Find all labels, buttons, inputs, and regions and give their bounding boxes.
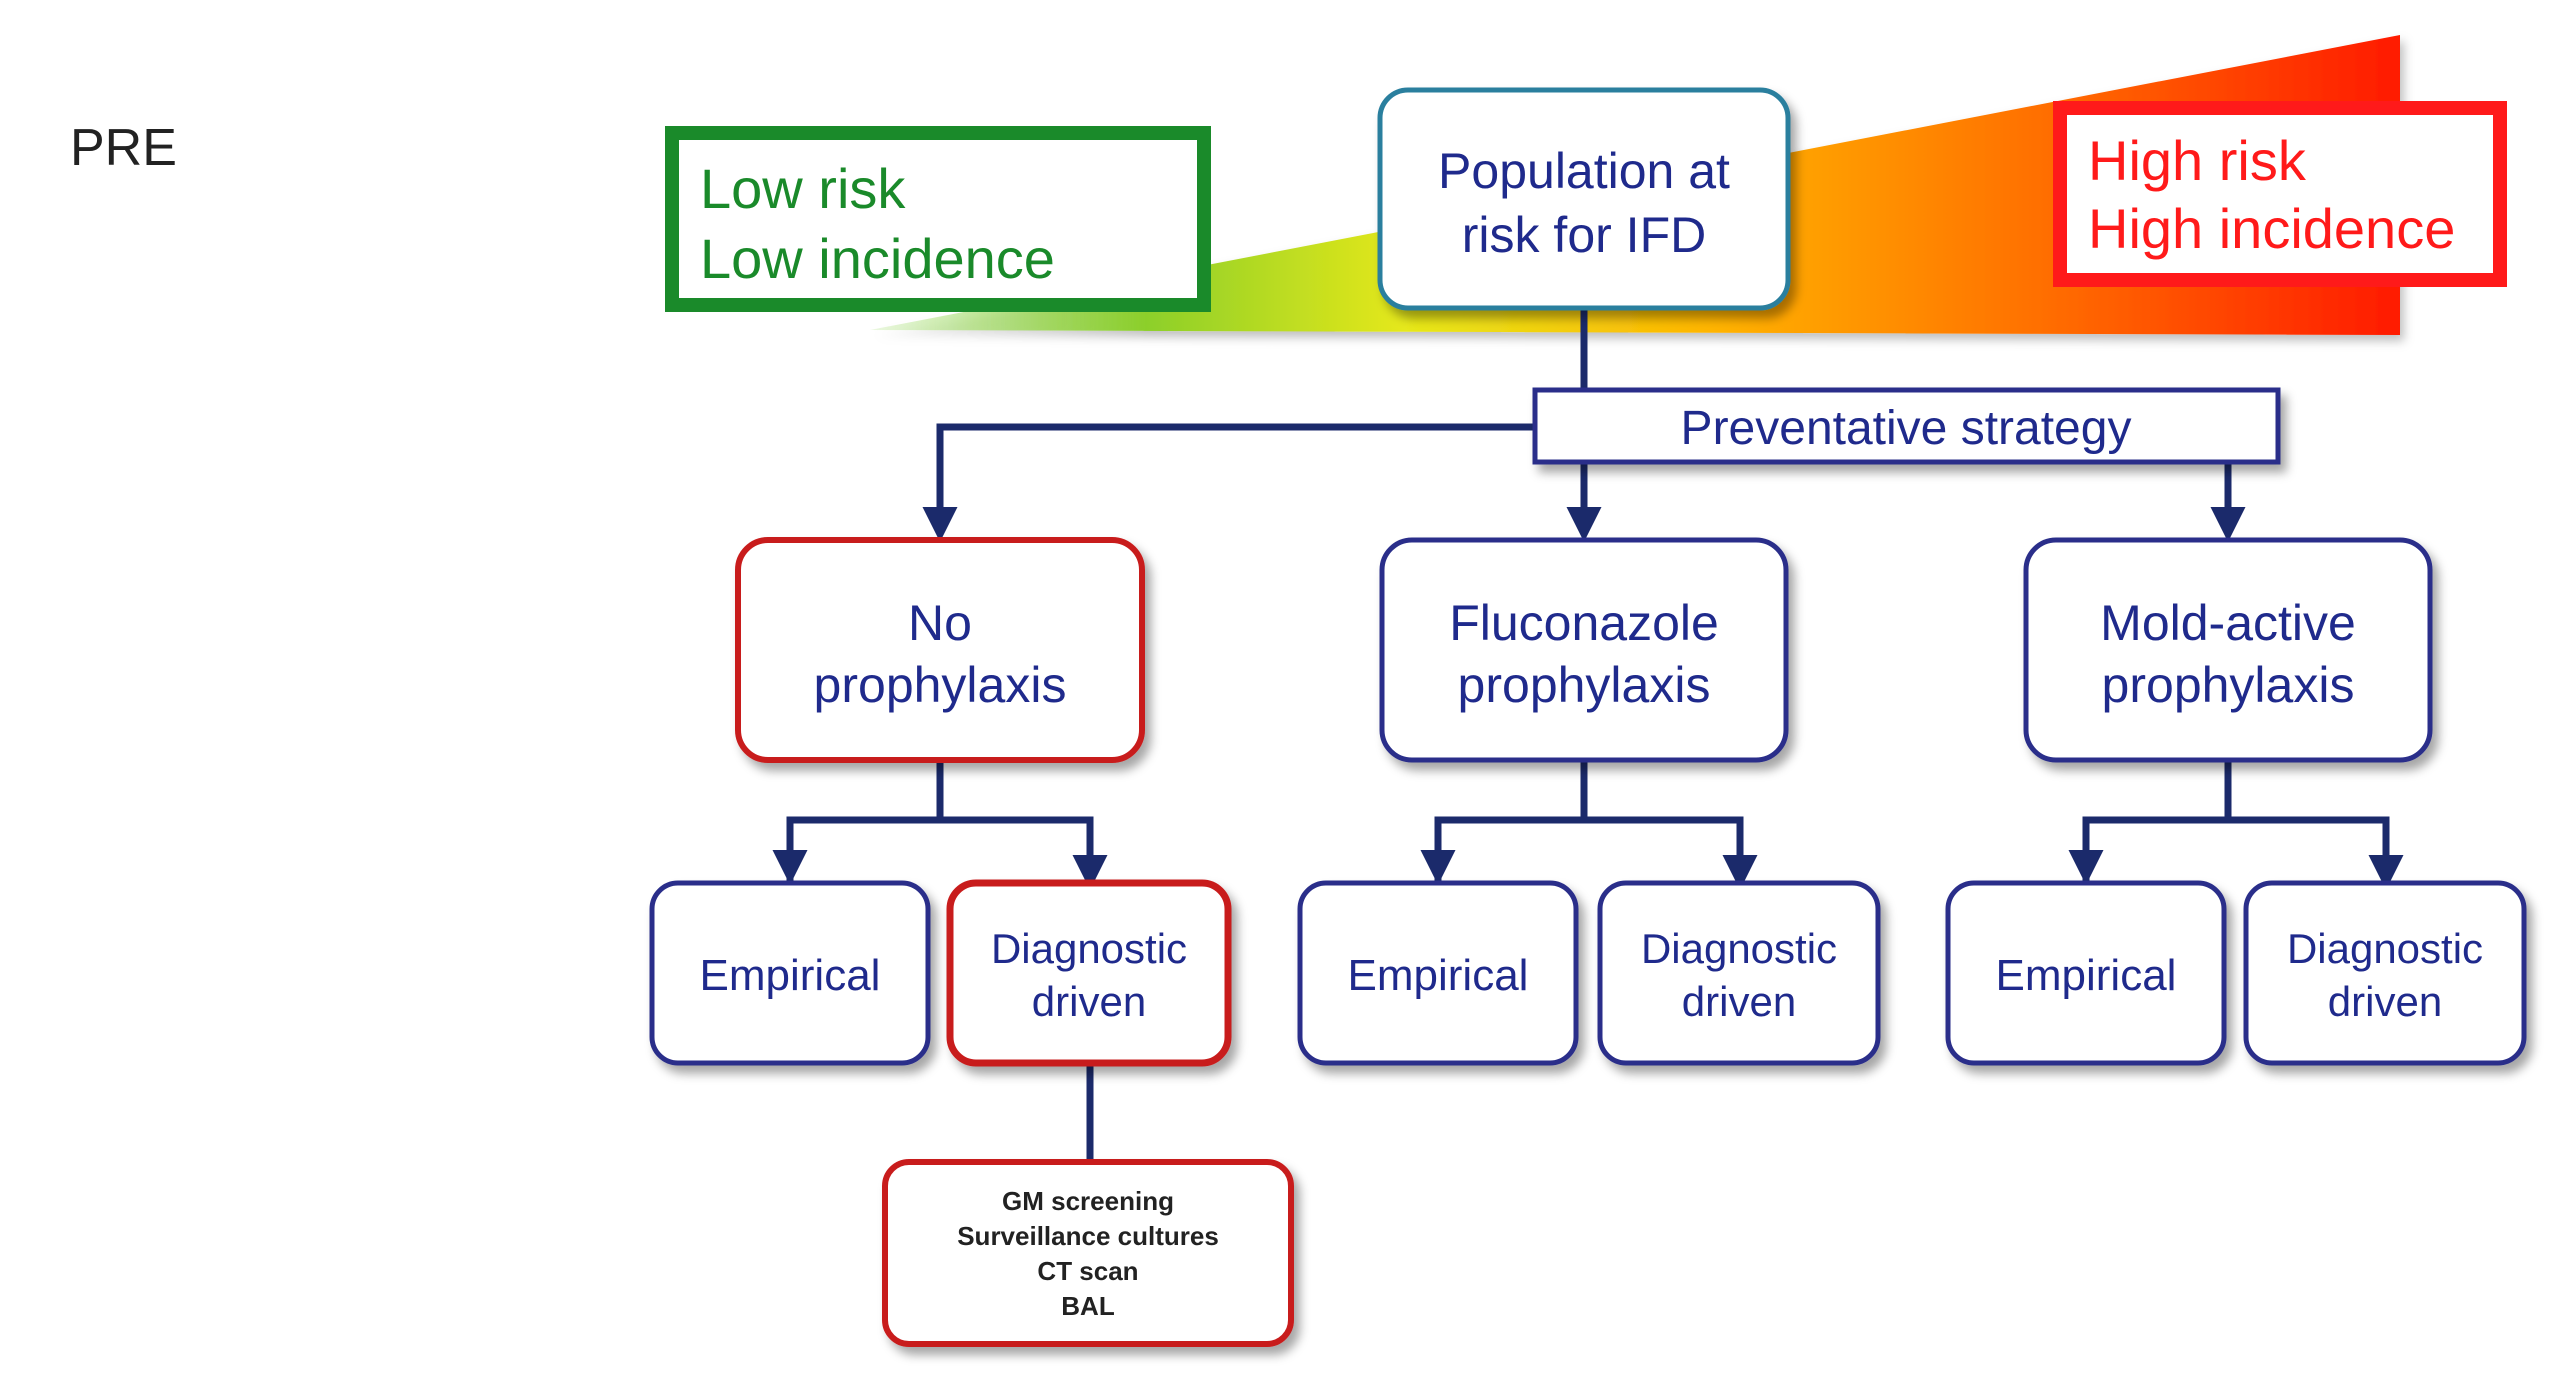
high-risk-box: High risk High incidence: [2053, 101, 2507, 287]
low-incidence-label: Low incidence: [700, 227, 1055, 290]
empirical-node-1: Empirical: [649, 880, 931, 1066]
mold-active-node: Mold-active prophylaxis: [2023, 537, 2433, 763]
no-prophylaxis-line1: No: [908, 595, 972, 651]
empirical-node-2: Empirical: [1297, 880, 1579, 1066]
mold-active-line1: Mold-active: [2100, 595, 2356, 651]
diagnostic-line1-3: Diagnostic: [2287, 925, 2483, 972]
diagnostic-line1-1: Diagnostic: [991, 925, 1187, 972]
diagnostic-line2-1: driven: [1032, 978, 1146, 1025]
high-incidence-label: High incidence: [2088, 197, 2455, 260]
diagnostic-line2-2: driven: [1682, 978, 1796, 1025]
population-line2: risk for IFD: [1462, 207, 1706, 263]
mold-active-line2: prophylaxis: [2102, 657, 2355, 713]
high-risk-label: High risk: [2088, 129, 2307, 192]
empirical-label-2: Empirical: [1348, 951, 1529, 1000]
fluconazole-line1: Fluconazole: [1449, 595, 1719, 651]
connectors: [772, 308, 2404, 1162]
diagnostics-item: CT scan: [1037, 1256, 1138, 1286]
no-prophylaxis-line2: prophylaxis: [814, 657, 1067, 713]
no-prophylaxis-node: No prophylaxis: [735, 537, 1145, 763]
low-risk-label: Low risk: [700, 157, 906, 220]
fluconazole-node: Fluconazole prophylaxis: [1379, 537, 1789, 763]
empirical-node-3: Empirical: [1945, 880, 2227, 1066]
diagnostics-list-node: GM screening Surveillance cultures CT sc…: [882, 1159, 1294, 1347]
diagnostics-item: GM screening: [1002, 1186, 1174, 1216]
strategy-label: Preventative strategy: [1681, 402, 2132, 455]
strategy-node: Preventative strategy: [1532, 387, 2281, 465]
diagnostic-line2-3: driven: [2328, 978, 2442, 1025]
empirical-label-3: Empirical: [1996, 951, 2177, 1000]
section-label: PRE: [70, 119, 177, 177]
population-node: Population at risk for IFD: [1377, 87, 1791, 311]
fluconazole-line2: prophylaxis: [1458, 657, 1711, 713]
diagnostics-item: Surveillance cultures: [957, 1221, 1219, 1251]
population-line1: Population at: [1438, 143, 1730, 199]
diagnostic-node-1: Diagnostic driven: [946, 879, 1232, 1067]
diagnostic-node-2: Diagnostic driven: [1597, 880, 1881, 1066]
diagnostics-item: BAL: [1061, 1291, 1115, 1321]
empirical-label-1: Empirical: [700, 951, 881, 1000]
diagnostic-line1-2: Diagnostic: [1641, 925, 1837, 972]
low-risk-box: Low risk Low incidence: [665, 126, 1211, 312]
diagnostic-node-3: Diagnostic driven: [2243, 880, 2527, 1066]
